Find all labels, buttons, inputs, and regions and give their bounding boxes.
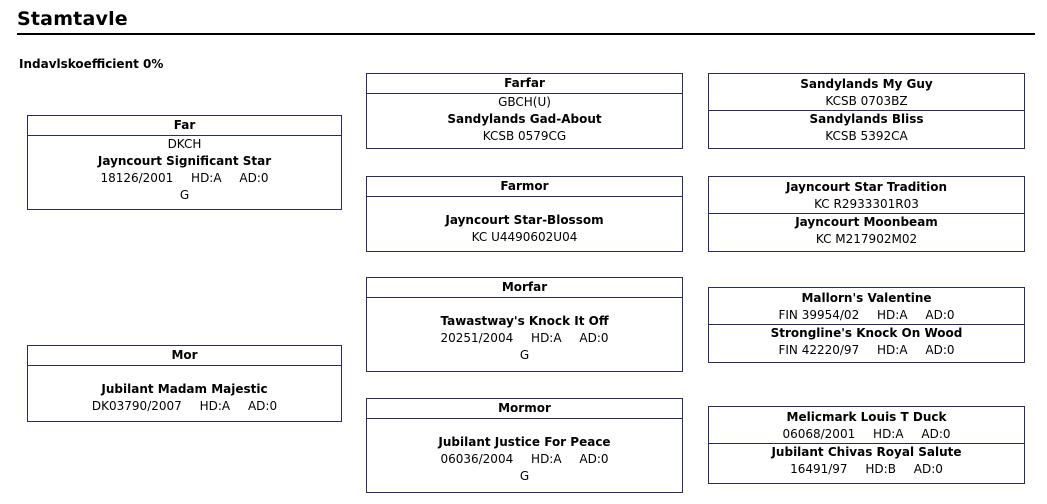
hd-score: HD:A xyxy=(877,308,908,322)
registration-number: 16491/97 xyxy=(790,462,848,476)
registration-number: 06036/2004 xyxy=(440,452,514,466)
dog-extra: G xyxy=(519,348,530,362)
hd-score: HD:A xyxy=(531,331,562,345)
box-header: Morfar xyxy=(367,278,682,298)
registration-number: FIN 42220/97 xyxy=(778,343,860,357)
ad-score: AD:0 xyxy=(247,399,278,413)
pedigree-box-mormor[interactable]: Mormor Jubilant Justice For Peace 06036/… xyxy=(366,398,683,493)
dog-extra: G xyxy=(519,469,530,483)
registration-number: KC U4490602U04 xyxy=(471,230,578,244)
dog-extra: G xyxy=(179,188,190,202)
hd-score: HD:A xyxy=(531,452,562,466)
registration-number: KCSB 0703BZ xyxy=(825,94,908,108)
box-header: Mor xyxy=(28,346,341,366)
dog-name[interactable]: Jayncourt Star-Blossom xyxy=(445,213,604,227)
dog-name[interactable]: Sandylands Bliss xyxy=(709,110,1024,128)
hd-score: HD:A xyxy=(873,427,904,441)
dog-name[interactable]: Jubilant Chivas Royal Salute xyxy=(709,443,1024,461)
dog-name[interactable]: Mallorn's Valentine xyxy=(801,291,932,305)
dog-title: GBCH(U) xyxy=(498,95,551,109)
pedigree-box-morfar-parents[interactable]: Mallorn's Valentine FIN 39954/02 HD:A AD… xyxy=(708,287,1025,363)
box-header: Mormor xyxy=(367,399,682,419)
registration-number: KCSB 0579CG xyxy=(482,129,567,143)
pedigree-box-far[interactable]: Far DKCH Jayncourt Significant Star 1812… xyxy=(27,115,342,210)
hd-score: HD:A xyxy=(199,399,231,413)
registration-number: KCSB 5392CA xyxy=(825,129,908,143)
registration-number: 06068/2001 xyxy=(782,427,856,441)
ad-score: AD:0 xyxy=(913,462,943,476)
dog-name[interactable]: Tawastway's Knock It Off xyxy=(440,314,609,328)
box-header: Far xyxy=(28,116,341,136)
ad-score: AD:0 xyxy=(921,427,951,441)
ad-score: AD:0 xyxy=(239,171,269,185)
pedigree-box-farfar[interactable]: Farfar GBCH(U) Sandylands Gad-About KCSB… xyxy=(366,73,683,149)
box-header: Farmor xyxy=(367,177,682,197)
page-title: Stamtavle xyxy=(17,8,128,30)
hd-score: HD:B xyxy=(865,462,896,476)
dog-name[interactable]: Jubilant Justice For Peace xyxy=(438,435,611,449)
pedigree-box-mormor-parents[interactable]: Melicmark Louis T Duck 06068/2001 HD:A A… xyxy=(708,406,1025,484)
pedigree-box-morfar[interactable]: Morfar Tawastway's Knock It Off 20251/20… xyxy=(366,277,683,372)
hd-score: HD:A xyxy=(191,171,222,185)
registration-number: KC R2933301R03 xyxy=(814,197,919,211)
hd-score: HD:A xyxy=(877,343,908,357)
registration-number: FIN 39954/02 xyxy=(778,308,860,322)
dog-name[interactable]: Jayncourt Significant Star xyxy=(97,154,272,168)
dog-name[interactable]: Sandylands My Guy xyxy=(800,77,933,91)
ad-score: AD:0 xyxy=(579,452,609,466)
title-divider xyxy=(17,33,1035,35)
registration-number: KC M217902M02 xyxy=(815,232,918,246)
pedigree-box-mor[interactable]: Mor Jubilant Madam Majestic DK03790/2007… xyxy=(27,345,342,422)
dog-name[interactable]: Sandylands Gad-About xyxy=(447,112,602,126)
dog-name[interactable]: Jayncourt Star Tradition xyxy=(785,180,948,194)
inbreeding-coefficient: Indavlskoefficient 0% xyxy=(19,57,164,71)
ad-score: AD:0 xyxy=(579,331,609,345)
registration-number: DK03790/2007 xyxy=(91,399,182,413)
pedigree-box-farmor-parents[interactable]: Jayncourt Star Tradition KC R2933301R03 … xyxy=(708,176,1025,252)
dog-name[interactable]: Jubilant Madam Majestic xyxy=(101,382,268,396)
box-header: Farfar xyxy=(367,74,682,94)
registration-number: 20251/2004 xyxy=(440,331,514,345)
dog-name[interactable]: Melicmark Louis T Duck xyxy=(786,410,947,424)
registration-number: 18126/2001 xyxy=(100,171,174,185)
dog-name[interactable]: Strongline's Knock On Wood xyxy=(709,324,1024,342)
dog-name[interactable]: Jayncourt Moonbeam xyxy=(709,213,1024,231)
ad-score: AD:0 xyxy=(925,343,955,357)
dog-title: DKCH xyxy=(167,137,202,151)
pedigree-box-farfar-parents[interactable]: Sandylands My Guy KCSB 0703BZ Sandylands… xyxy=(708,73,1025,149)
ad-score: AD:0 xyxy=(925,308,955,322)
pedigree-box-farmor[interactable]: Farmor Jayncourt Star-Blossom KC U449060… xyxy=(366,176,683,252)
